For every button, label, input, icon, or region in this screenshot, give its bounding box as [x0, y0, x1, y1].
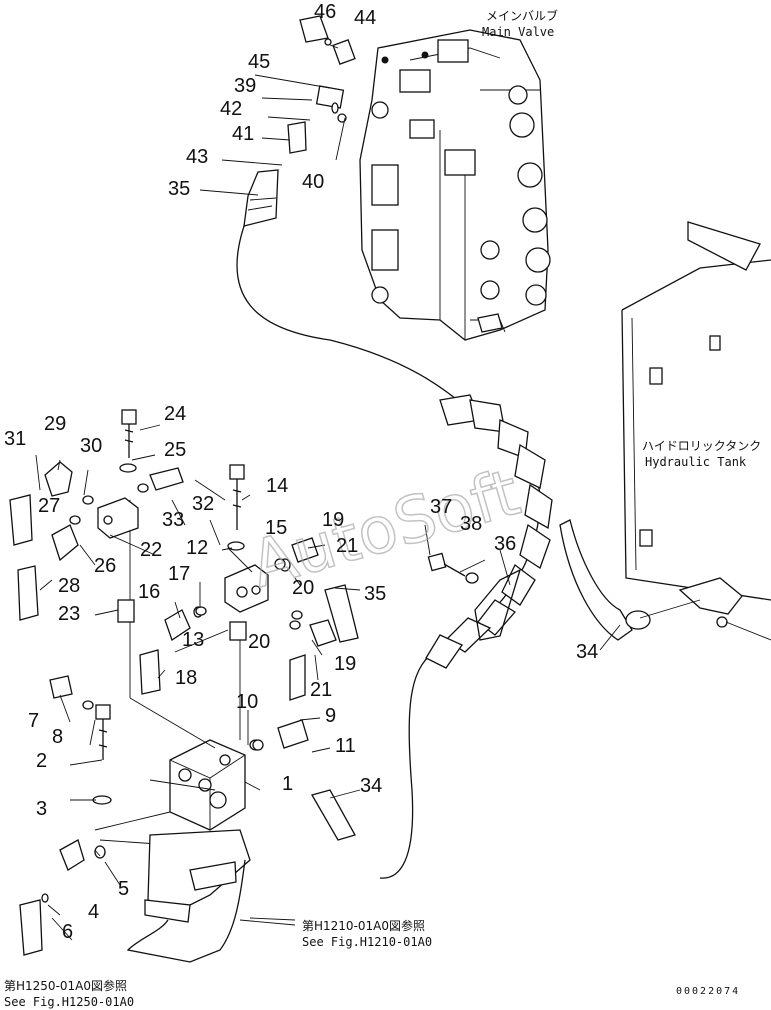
callout-43: 43 — [186, 146, 208, 168]
callout-28: 28 — [58, 575, 80, 597]
main-valve — [359, 29, 551, 341]
callout-30: 30 — [80, 435, 102, 457]
callout-10: 10 — [236, 691, 258, 713]
hydraulic-tank-label-en: Hydraulic Tank — [645, 455, 747, 469]
callout-39: 39 — [234, 75, 256, 97]
callout-13: 13 — [182, 629, 204, 651]
callout-32: 32 — [192, 493, 214, 515]
leader-lines — [35, 44, 621, 941]
callout-36: 36 — [494, 533, 516, 555]
callout-21b: 21 — [310, 679, 332, 701]
block-12 — [224, 564, 269, 641]
ref-h1250-en: See Fig.H1250-01A0 — [4, 995, 134, 1009]
callout-22: 22 — [140, 539, 162, 561]
callout-46: 46 — [314, 1, 336, 23]
drawing-code: 00022074 — [676, 986, 740, 997]
block-22 — [97, 497, 139, 623]
callout-19b: 19 — [334, 653, 356, 675]
callout-8: 8 — [52, 726, 63, 748]
callout-24: 24 — [164, 403, 186, 425]
callout-35b: 35 — [364, 583, 386, 605]
callout-9: 9 — [325, 705, 336, 727]
ref-h1210-jp: 第H1210-01A0図参照 — [302, 918, 425, 933]
hydraulic-tank — [621, 221, 771, 641]
bolts — [92, 409, 479, 805]
callout-21a: 21 — [336, 535, 358, 557]
callout-15: 15 — [265, 517, 287, 539]
ref-h1250-jp: 第H1250-01A0図参照 — [4, 978, 127, 993]
main-valve-label-jp: メインバルブ — [486, 8, 558, 23]
callout-2: 2 — [36, 750, 47, 772]
callout-40: 40 — [302, 171, 324, 193]
callout-7: 7 — [28, 710, 39, 732]
ref-h1210-en: See Fig.H1210-01A0 — [302, 935, 432, 949]
callout-34a: 34 — [360, 775, 382, 797]
hydraulic-tank-label-jp: ハイドロリックタンク — [642, 439, 761, 453]
block-1 — [94, 500, 246, 849]
callout-26: 26 — [94, 555, 116, 577]
callout-25: 25 — [164, 439, 186, 461]
callout-29: 29 — [44, 413, 66, 435]
main-valve-label-en: Main Valve — [482, 25, 554, 39]
callout-35a: 35 — [168, 178, 190, 200]
bracket-36 — [474, 568, 522, 641]
callout-11: 11 — [335, 735, 356, 757]
callout-20a: 20 — [292, 577, 314, 599]
hose-34-right — [559, 519, 701, 641]
callout-20b: 20 — [248, 631, 270, 653]
callout-16: 16 — [138, 581, 160, 603]
callout-38: 38 — [460, 513, 482, 535]
pedal-bracket — [126, 829, 296, 963]
callout-14: 14 — [266, 475, 288, 497]
callout-41: 41 — [232, 123, 254, 145]
callout-44: 44 — [354, 7, 376, 29]
callout-5: 5 — [118, 878, 129, 900]
callout-1: 1 — [282, 773, 293, 795]
callout-3: 3 — [36, 798, 47, 820]
o-rings — [94, 102, 339, 859]
callout-19a: 19 — [322, 509, 344, 531]
callout-17: 17 — [168, 563, 190, 585]
callout-23: 23 — [58, 603, 80, 625]
callout-34b: 34 — [576, 641, 598, 663]
callout-27: 27 — [38, 495, 60, 517]
callout-6: 6 — [62, 921, 73, 943]
callout-37: 37 — [430, 496, 452, 518]
callout-45: 45 — [248, 51, 270, 73]
callout-12: 12 — [186, 537, 208, 559]
callout-31: 31 — [4, 428, 26, 450]
callout-42: 42 — [220, 98, 242, 120]
fittings-top — [243, 15, 356, 227]
callout-18: 18 — [175, 667, 197, 689]
callout-4: 4 — [88, 901, 99, 923]
callout-33: 33 — [162, 509, 184, 531]
